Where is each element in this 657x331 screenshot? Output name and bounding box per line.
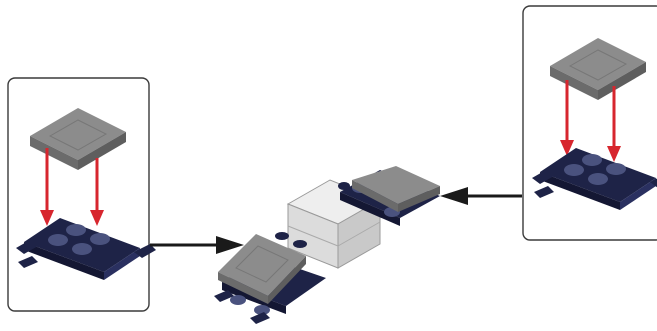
center-assembly bbox=[214, 166, 440, 324]
black-flow-arrow-icon bbox=[440, 187, 522, 205]
black-flow-arrow-icon bbox=[150, 236, 244, 254]
right-callout bbox=[523, 6, 657, 240]
left-callout bbox=[8, 78, 156, 311]
